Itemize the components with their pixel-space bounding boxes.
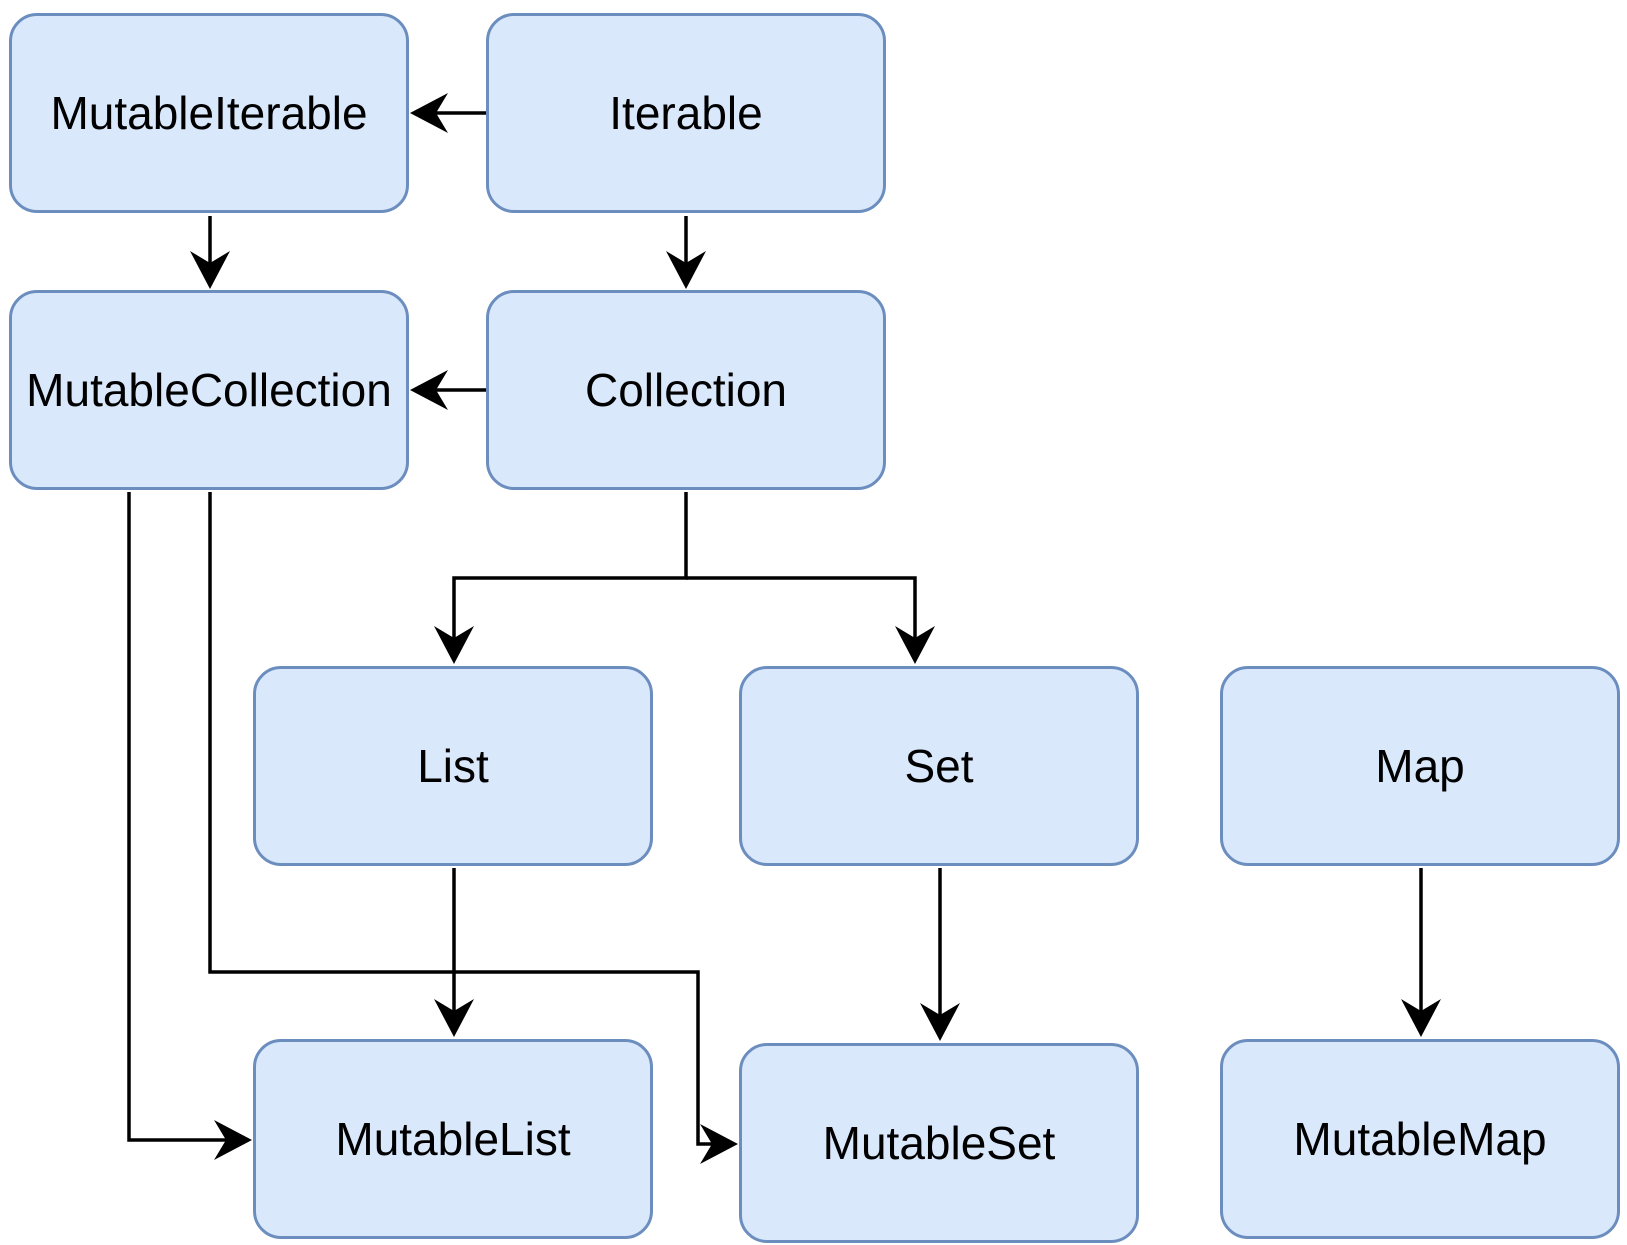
node-set: Set bbox=[739, 666, 1139, 866]
node-collection: Collection bbox=[486, 290, 886, 490]
arrowhead bbox=[434, 999, 474, 1037]
node-mutable-iterable: MutableIterable bbox=[9, 13, 409, 213]
arrowhead bbox=[434, 626, 474, 664]
arrowhead bbox=[214, 1120, 252, 1160]
node-mutable-map: MutableMap bbox=[1220, 1039, 1620, 1239]
edge-collection-to-list bbox=[452, 492, 688, 645]
node-iterable: Iterable bbox=[486, 13, 886, 213]
node-mutable-set: MutableSet bbox=[739, 1043, 1139, 1243]
node-mutable-collection: MutableCollection bbox=[9, 290, 409, 490]
arrowhead bbox=[1401, 999, 1441, 1037]
arrowhead bbox=[700, 1124, 738, 1164]
arrowhead bbox=[410, 93, 448, 133]
edge-mutable-collection-to-mutable-set bbox=[208, 492, 726, 1146]
arrowhead bbox=[920, 1003, 960, 1041]
edge-mutable-collection-to-mutable-list bbox=[127, 492, 240, 1142]
node-map: Map bbox=[1220, 666, 1620, 866]
arrowhead bbox=[190, 251, 230, 289]
arrowhead bbox=[895, 626, 935, 664]
node-mutable-list: MutableList bbox=[253, 1039, 653, 1239]
edge-collection-to-set bbox=[686, 576, 917, 645]
arrowhead bbox=[410, 370, 448, 410]
node-list: List bbox=[253, 666, 653, 866]
arrowhead bbox=[666, 251, 706, 289]
